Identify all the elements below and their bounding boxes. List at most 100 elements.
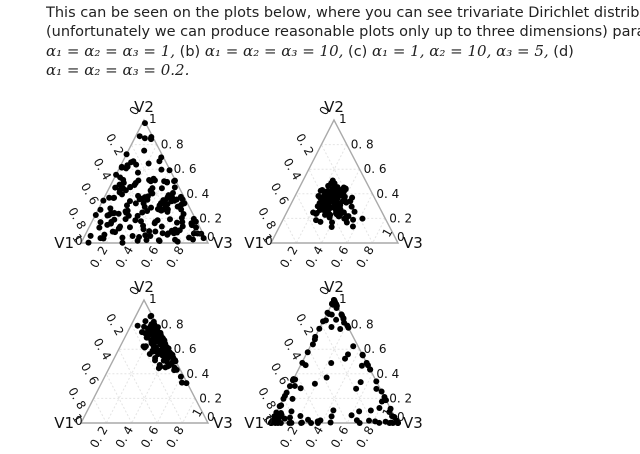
sample-point — [162, 203, 169, 210]
sample-point — [289, 395, 296, 402]
bottom-tick-label: 0. 6 — [328, 424, 352, 451]
sample-point — [107, 205, 114, 212]
paragraph-line-2: (unfortunately we can produce reasonable… — [46, 24, 640, 40]
left-tick-label: 0. 6 — [78, 360, 102, 387]
sample-point — [299, 359, 306, 366]
sample-point — [158, 223, 165, 230]
sample-point — [338, 312, 345, 319]
right-tick-label: 0. 6 — [174, 342, 197, 356]
right-tick-label: 0. 4 — [376, 367, 399, 381]
corner-tick-right-zero: 0 — [207, 230, 215, 244]
sample-point — [278, 402, 285, 409]
sample-point — [329, 219, 336, 226]
right-tick-label: 0. 2 — [389, 211, 412, 225]
sample-point — [148, 336, 155, 343]
sample-point — [351, 208, 358, 215]
sample-point — [288, 408, 295, 415]
left-tick-label: 0. 2 — [103, 131, 127, 158]
sample-point — [141, 203, 148, 210]
sample-point — [322, 189, 329, 196]
sample-point — [97, 206, 104, 213]
sample-point — [381, 393, 388, 400]
sample-point — [119, 239, 126, 246]
sample-point — [151, 177, 158, 184]
sample-point — [330, 407, 337, 414]
sample-point — [290, 376, 297, 383]
sample-point — [123, 202, 130, 209]
sample-point — [142, 232, 149, 239]
sample-point — [325, 201, 332, 208]
sample-point — [106, 194, 113, 201]
sample-point — [97, 235, 104, 242]
sample-point — [337, 325, 344, 332]
sample-point — [304, 349, 311, 356]
left-tick-label: 0. 6 — [78, 180, 102, 207]
bottom-tick-label: 0. 4 — [113, 424, 137, 451]
corner-tick-right: 1 — [379, 226, 395, 240]
sample-point — [101, 231, 108, 238]
sample-point — [329, 301, 336, 308]
sample-point — [319, 206, 326, 213]
sample-point — [373, 385, 380, 392]
right-tick-label: 0. 2 — [199, 391, 222, 405]
sample-point — [141, 135, 148, 142]
sample-point — [126, 224, 133, 231]
paragraph-line-3: α₁ = α₂ = α₃ = 1, (b) α₁ = α₂ = α₃ = 10,… — [46, 42, 640, 61]
sample-point — [348, 203, 355, 210]
vertex-label-v3: V3 — [403, 234, 423, 252]
sample-point — [126, 198, 133, 205]
bottom-tick-label: 0. 8 — [353, 424, 377, 451]
bottom-tick-label: 0. 2 — [87, 424, 111, 451]
sample-point — [96, 224, 103, 231]
sample-point — [146, 228, 153, 235]
sample-point — [128, 159, 135, 166]
sample-point — [156, 202, 163, 209]
bottom-tick-label: 0. 2 — [87, 244, 111, 271]
grid-line — [295, 193, 323, 244]
grid-line — [283, 218, 297, 244]
sample-point — [113, 171, 120, 178]
grid-line — [156, 373, 183, 424]
left-tick-label: 0. 8 — [255, 385, 279, 412]
sample-point — [141, 194, 148, 201]
corner-tick-top: 1 — [339, 112, 347, 126]
grid-line — [93, 398, 107, 424]
sample-point — [348, 412, 355, 419]
left-tick-label: 0. 4 — [280, 156, 304, 183]
bottom-tick-label: 0. 6 — [328, 244, 352, 271]
sample-point — [317, 218, 324, 225]
sample-point — [328, 324, 335, 331]
corner-tick-right-zero: 0 — [397, 410, 405, 424]
grid-line — [295, 144, 348, 244]
grid-line — [105, 144, 158, 244]
left-tick-label: 0. 2 — [103, 311, 127, 338]
sample-point — [123, 165, 130, 172]
sample-point — [325, 310, 332, 317]
sample-point — [305, 416, 312, 423]
sample-point — [281, 415, 288, 422]
bottom-tick-label: 0. 4 — [113, 244, 137, 271]
bottom-tick-label: 0. 6 — [138, 424, 162, 451]
sample-point — [356, 408, 363, 415]
right-tick-label: 0. 6 — [174, 162, 197, 176]
grid-line — [105, 193, 133, 244]
sample-point — [110, 195, 117, 202]
sample-point — [125, 212, 132, 219]
sample-point — [326, 213, 333, 220]
sample-point — [111, 216, 118, 223]
sample-point — [123, 151, 130, 158]
vertex-label-v1: V1 — [54, 234, 74, 252]
sample-point — [320, 193, 327, 200]
sample-point — [148, 189, 155, 196]
sample-point — [277, 419, 284, 426]
sample-point — [276, 414, 283, 421]
sample-point — [333, 316, 340, 323]
left-tick-label: 0. 8 — [65, 385, 89, 412]
sample-point — [297, 413, 304, 420]
grid-line — [321, 348, 361, 424]
left-tick-label: 0. 2 — [293, 311, 317, 338]
corner-tick-left-zero: 0 — [75, 234, 83, 248]
sample-point — [367, 407, 374, 414]
